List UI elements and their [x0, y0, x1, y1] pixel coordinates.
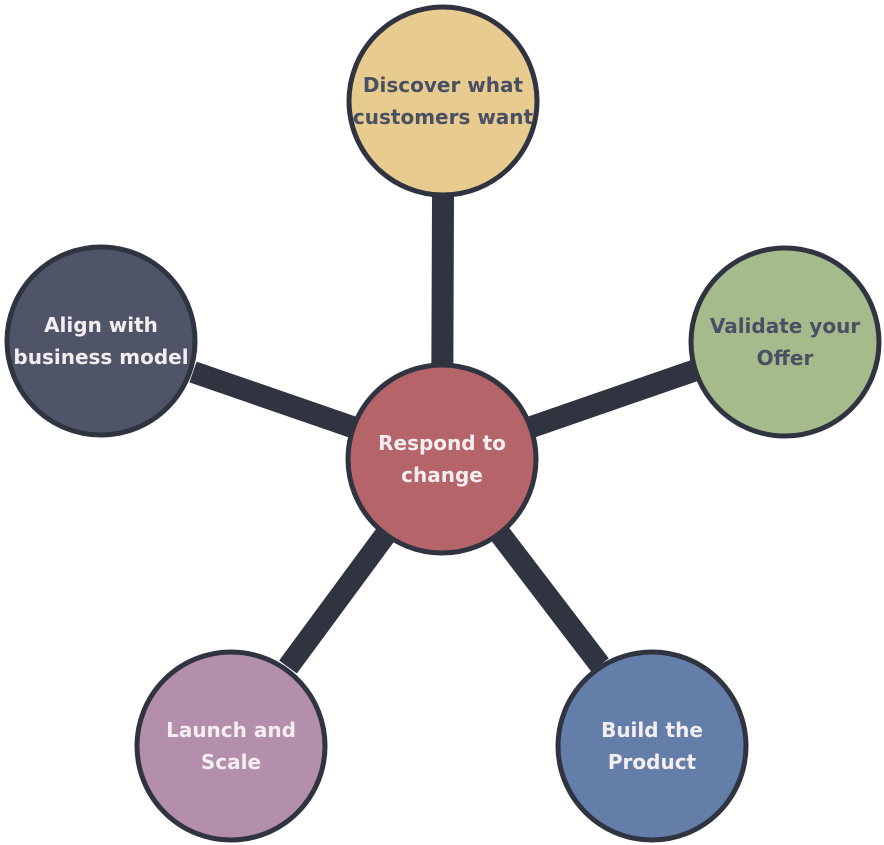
align-line-2: business model [13, 345, 189, 369]
center-line-1: Respond to [378, 431, 506, 455]
discover-node [346, 4, 540, 198]
launch-label: Launch and Scale [136, 651, 326, 841]
launch-node [134, 649, 328, 843]
launch-line-1: Launch and [166, 718, 296, 742]
validate-label: Validate your Offer [690, 247, 880, 437]
build-node [555, 649, 749, 843]
align-node [4, 244, 198, 438]
validate-node [688, 245, 882, 439]
discover-label: Discover what customers want [348, 6, 538, 196]
build-line-1: Build the [601, 718, 703, 742]
launch-line-2: Scale [200, 750, 262, 774]
center-line-2: change [401, 463, 483, 487]
build-line-2: Product [607, 750, 697, 774]
validate-line-1: Validate your [710, 310, 860, 342]
validate-line-1-rest: your [802, 314, 861, 338]
discover-line-2: customers want [352, 105, 534, 129]
align-line-1: Align with [44, 313, 158, 337]
discover-line-1-rest: what [460, 73, 524, 97]
discover-keyword: Discover [362, 73, 461, 97]
discover-line-1: Discover what [353, 69, 533, 101]
center-node [345, 362, 539, 556]
validate-line-2: Offer [756, 346, 814, 370]
build-label: Build the Product [557, 651, 747, 841]
validate-keyword: Validate [709, 314, 803, 338]
align-label: Align with business model [6, 246, 196, 436]
center-label: Respond to change [348, 365, 536, 553]
